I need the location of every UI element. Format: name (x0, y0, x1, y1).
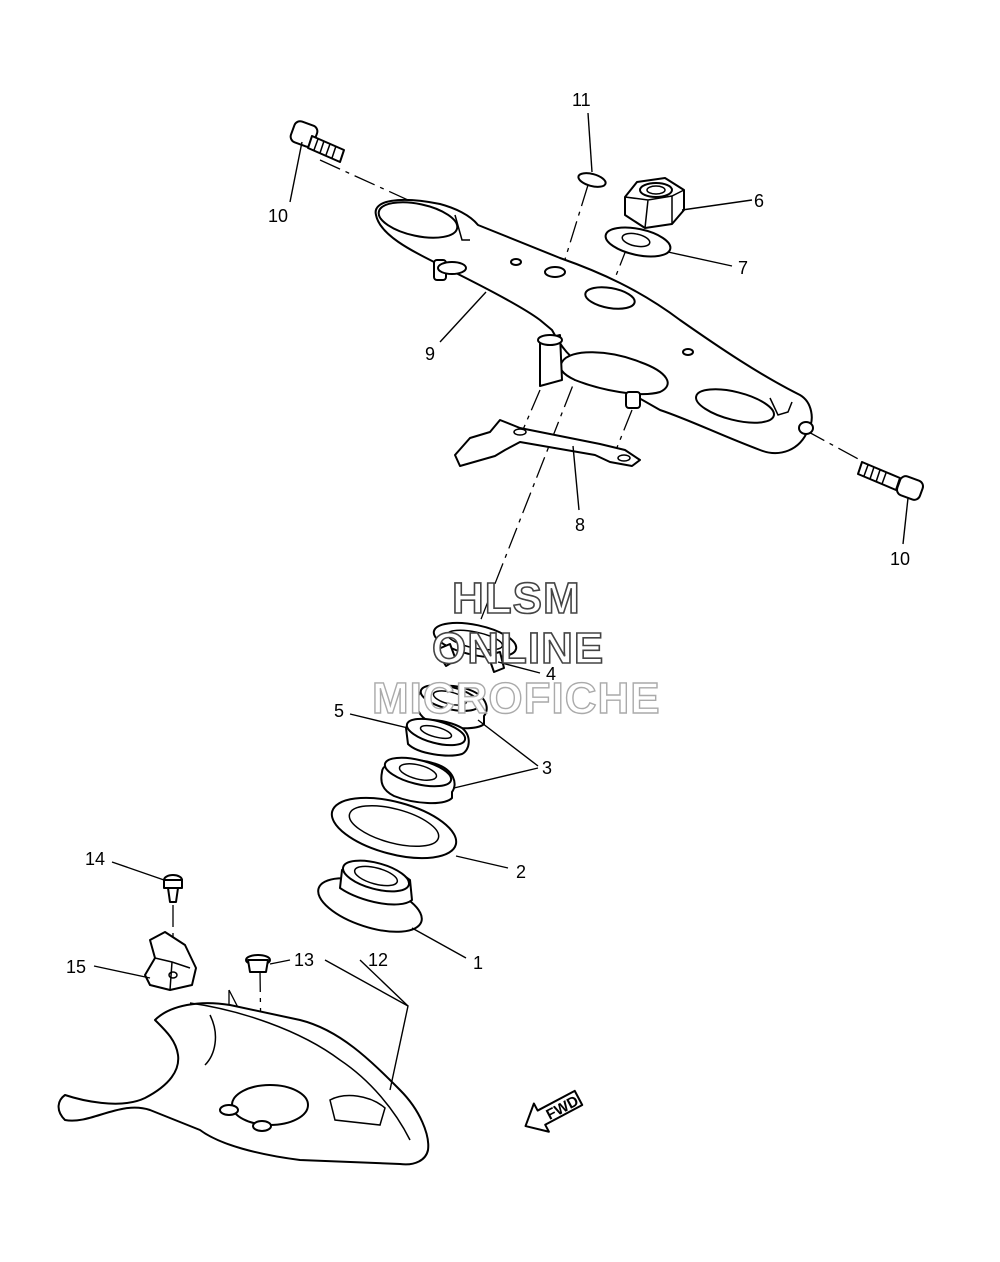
callout-7: 7 (738, 258, 748, 278)
part-9-upper-bracket[interactable] (374, 196, 814, 455)
part-6-nut[interactable] (624, 177, 685, 229)
callout-1: 1 (473, 953, 483, 973)
part-10-bolt-left[interactable] (289, 120, 345, 163)
part-10-bolt-right[interactable] (857, 461, 925, 502)
callout-8: 8 (575, 515, 585, 535)
part-12-under-cover[interactable] (57, 1002, 430, 1166)
callout-12: 12 (368, 950, 388, 970)
watermark-line-2: ONLINE (432, 624, 604, 673)
part-4-lock-washer[interactable] (431, 617, 519, 673)
watermark-line-3: MICROFICHE (372, 674, 661, 723)
callout-10-right: 10 (890, 549, 910, 569)
part-8-bracket[interactable] (454, 419, 641, 467)
leader-lines (93, 112, 909, 1091)
callout-14: 14 (85, 849, 105, 869)
fwd-arrow-icon: FWD (524, 1089, 584, 1133)
callout-2: 2 (516, 862, 526, 882)
callout-15: 15 (66, 957, 86, 977)
watermark: HLSM ONLINE MICROFICHE (371, 573, 661, 724)
part-7-washer[interactable] (603, 222, 673, 261)
part-5-rubber-washer[interactable] (404, 714, 470, 757)
callout-9: 9 (425, 344, 435, 364)
part-3-ring-nut-upper[interactable] (416, 680, 488, 730)
callout-labels: 11 10 6 7 9 8 10 4 5 3 2 1 14 15 13 12 (66, 90, 910, 977)
part-3-ring-nut-lower[interactable] (380, 752, 456, 804)
watermark-line-1: HLSM (452, 574, 581, 623)
callout-13: 13 (294, 950, 314, 970)
part-15-clamp[interactable] (144, 931, 197, 991)
part-1-bearing[interactable] (312, 855, 428, 943)
callout-3: 3 (542, 758, 552, 778)
callout-11: 11 (572, 90, 591, 110)
callout-5: 5 (334, 701, 344, 721)
part-13-collar[interactable] (245, 954, 271, 973)
part-14-rivet[interactable] (163, 874, 183, 903)
callout-10-left: 10 (268, 206, 288, 226)
part-2-bearing-cover[interactable] (325, 786, 462, 869)
callout-4: 4 (546, 664, 556, 684)
part-11-o-ring[interactable] (577, 171, 607, 190)
callout-6: 6 (754, 191, 764, 211)
